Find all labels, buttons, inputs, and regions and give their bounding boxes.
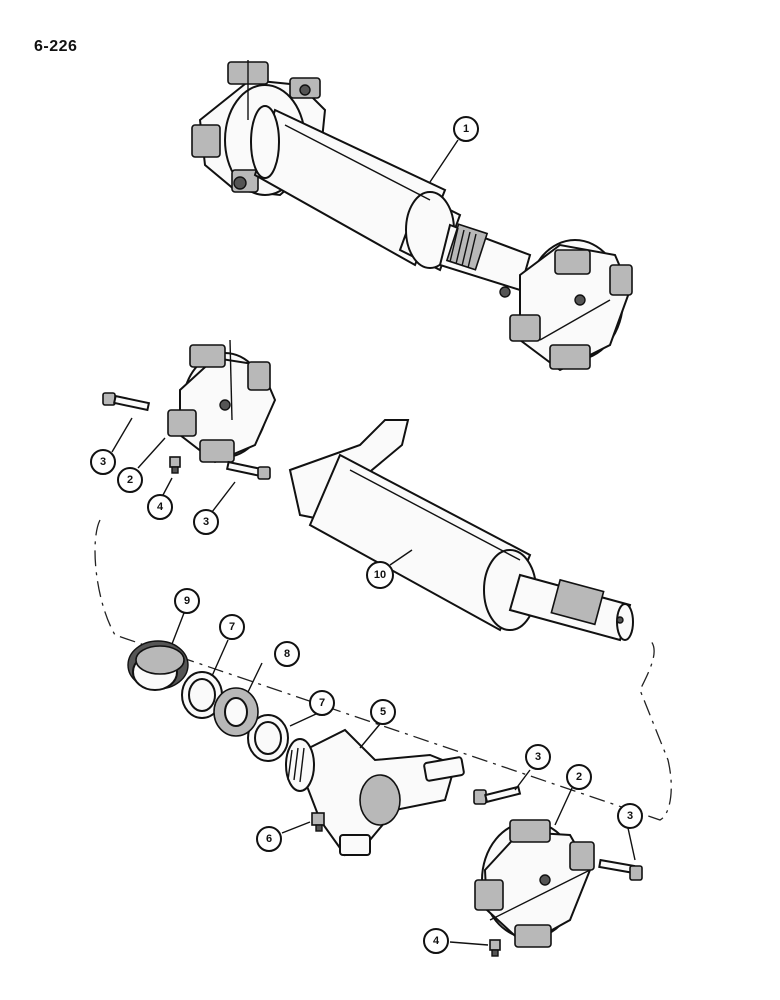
callout-3-mid: 3 bbox=[525, 744, 551, 770]
universal-joint-cross-upper bbox=[167, 339, 277, 464]
rear-yoke-and-cross bbox=[499, 239, 633, 372]
svg-text:2: 2 bbox=[576, 771, 582, 783]
bolt-lower-right bbox=[598, 858, 643, 881]
callout-3-upper-right: 3 bbox=[193, 509, 219, 535]
callout-1: 1 bbox=[453, 116, 479, 142]
svg-text:3: 3 bbox=[100, 456, 106, 468]
washer-right bbox=[247, 714, 289, 762]
callout-2-lower: 2 bbox=[566, 764, 592, 790]
svg-text:4: 4 bbox=[433, 935, 440, 947]
grease-fitting-upper bbox=[169, 456, 181, 474]
callout-4-lower: 4 bbox=[423, 928, 449, 954]
page-number: 6-226 bbox=[34, 38, 78, 55]
grease-fitting-6 bbox=[311, 812, 325, 832]
slip-yoke-tube bbox=[288, 419, 634, 642]
callout-9: 9 bbox=[174, 588, 200, 614]
svg-text:2: 2 bbox=[127, 474, 133, 486]
svg-text:3: 3 bbox=[535, 751, 541, 763]
callout-3-lower-right: 3 bbox=[617, 803, 643, 829]
svg-text:3: 3 bbox=[627, 810, 633, 822]
svg-text:7: 7 bbox=[319, 697, 325, 709]
grease-fitting-lower bbox=[489, 939, 501, 957]
bolt-mid bbox=[473, 785, 522, 805]
svg-text:3: 3 bbox=[203, 516, 209, 528]
callout-6: 6 bbox=[256, 826, 282, 852]
callout-4-upper: 4 bbox=[147, 494, 173, 520]
svg-text:8: 8 bbox=[284, 648, 290, 660]
shaft-spline-section bbox=[438, 223, 532, 292]
svg-text:10: 10 bbox=[374, 569, 386, 581]
callout-7-left: 7 bbox=[219, 614, 245, 640]
callout-7-right: 7 bbox=[309, 690, 335, 716]
callout-5: 5 bbox=[370, 699, 396, 725]
universal-joint-cross-lower bbox=[474, 819, 595, 948]
dust-cap-sleeve bbox=[127, 640, 189, 691]
drive-shaft-assembly bbox=[191, 60, 633, 372]
splined-yoke bbox=[285, 728, 465, 857]
svg-text:5: 5 bbox=[380, 706, 386, 718]
callout-3-upper-left: 3 bbox=[90, 449, 116, 475]
shaft-main-tube bbox=[250, 105, 462, 272]
callout-2-upper: 2 bbox=[117, 467, 143, 493]
svg-text:9: 9 bbox=[184, 595, 190, 607]
bolt-upper-right bbox=[225, 460, 271, 480]
group-boundary-dashed bbox=[94, 519, 672, 821]
svg-text:6: 6 bbox=[266, 833, 272, 845]
leader-lines bbox=[111, 139, 636, 946]
svg-text:7: 7 bbox=[229, 621, 235, 633]
svg-text:4: 4 bbox=[157, 501, 164, 513]
bolt-upper-left bbox=[102, 392, 151, 412]
svg-text:1: 1 bbox=[463, 123, 469, 135]
callout-10: 10 bbox=[366, 561, 394, 589]
washer-left bbox=[181, 671, 223, 719]
seal-ring bbox=[213, 687, 259, 737]
callout-8: 8 bbox=[274, 641, 300, 667]
